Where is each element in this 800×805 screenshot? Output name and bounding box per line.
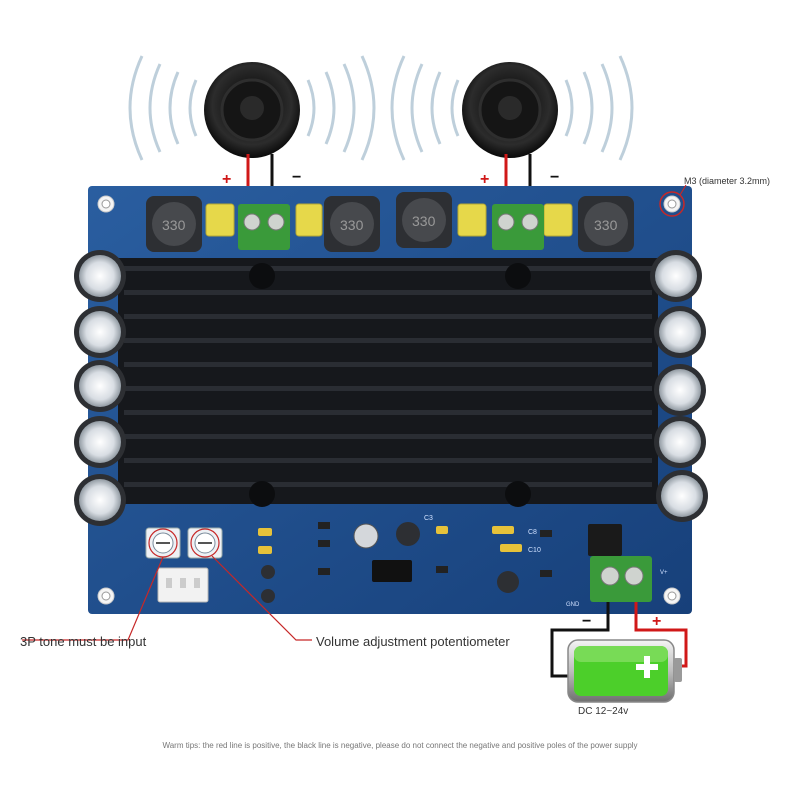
- speaker-left-icon: [204, 62, 300, 158]
- electrolytic-capacitors-left: [74, 250, 126, 526]
- inductor-label: 330: [412, 213, 436, 229]
- power-terminal: [590, 556, 652, 602]
- board-marking-c8: C8: [528, 529, 537, 536]
- board-marking-c3: C3: [424, 515, 433, 522]
- input-connector: [157, 567, 209, 603]
- inductor-label: 330: [340, 217, 364, 233]
- speaker-terminal-right: [492, 204, 544, 250]
- mounting-hole-label: M3 (diameter 3.2mm): [684, 176, 771, 186]
- power-terminal-v-label: V+: [660, 570, 668, 576]
- power-positive-mark: +: [652, 613, 661, 630]
- film-capacitors: [205, 203, 573, 237]
- speaker-right-negative: −: [550, 169, 559, 186]
- speaker-terminal-left: [238, 204, 290, 250]
- mounting-hole-callout: [659, 184, 687, 217]
- speaker-left-positive: +: [222, 171, 231, 188]
- warm-tip-caption: Warm tips: the red line is positive, the…: [162, 741, 638, 750]
- smd-components: [258, 522, 622, 603]
- inductors: [146, 192, 634, 252]
- speaker-right-positive: +: [480, 171, 489, 188]
- power-terminal-gnd-label: GND: [566, 602, 580, 608]
- board-marking-c10: C10: [528, 547, 541, 554]
- callout-lines: [22, 528, 312, 641]
- power-input-label: DC 12~24v: [578, 706, 629, 717]
- tone-input-label: 3P tone must be input: [20, 634, 147, 649]
- electrolytic-capacitors-right: [650, 250, 708, 522]
- inductor-label: 330: [162, 217, 186, 233]
- volume-pot-label: Volume adjustment potentiometer: [316, 634, 510, 649]
- potentiometers: [145, 527, 223, 559]
- heatsink: [118, 258, 658, 507]
- speaker-right-icon: [462, 62, 558, 158]
- sound-wave-icon: [128, 55, 634, 161]
- inductor-label: 330: [594, 217, 618, 233]
- battery-icon: [567, 639, 682, 703]
- power-negative-mark: −: [582, 613, 591, 630]
- speaker-left-negative: −: [292, 169, 301, 186]
- power-wires: [550, 602, 688, 678]
